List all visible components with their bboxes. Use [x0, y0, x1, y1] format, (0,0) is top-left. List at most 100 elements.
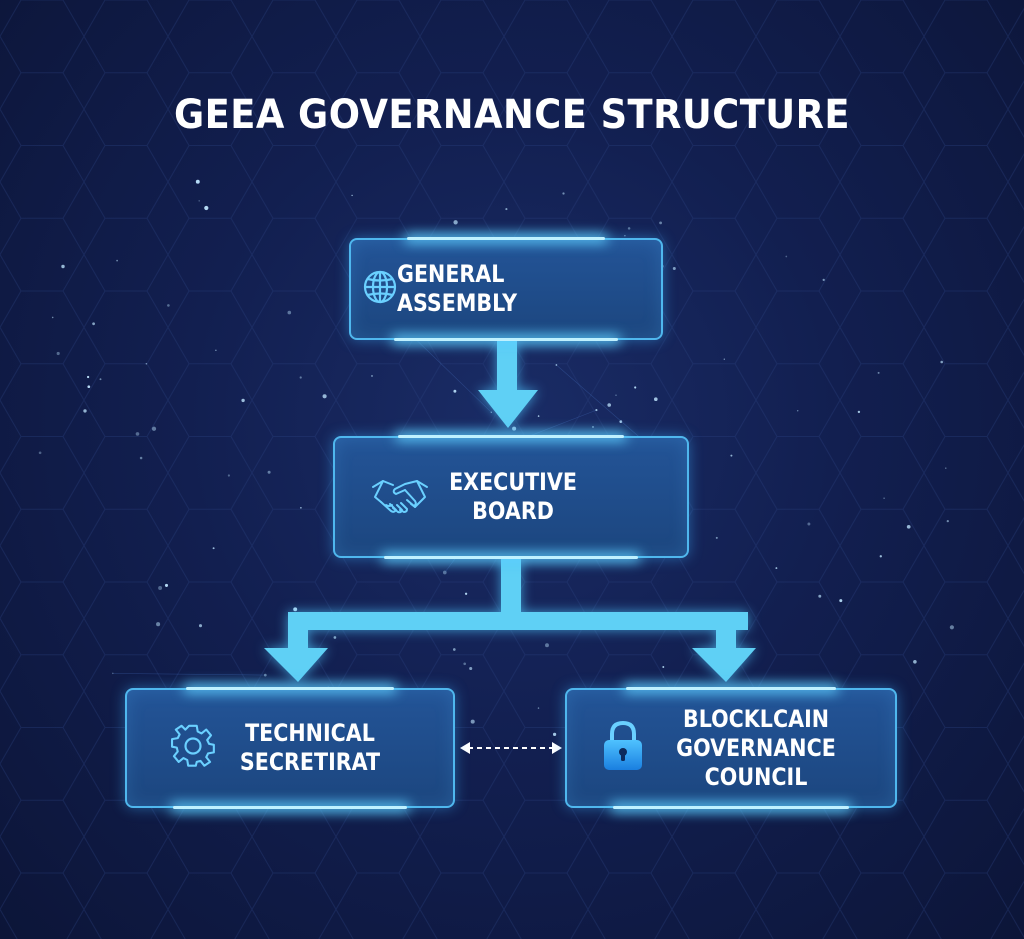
node-label: BLOCKLCAIN GOVERNANCE COUNCIL	[666, 705, 847, 792]
star-particle	[300, 506, 302, 509]
connector-board-split	[288, 558, 748, 630]
star-particle	[857, 410, 861, 414]
star-particle	[215, 349, 217, 351]
star-particle	[662, 666, 665, 668]
node-technical-secretariat: TECHNICAL SECRETIRAT	[125, 687, 455, 809]
star-particle	[371, 375, 373, 377]
star-particle	[156, 622, 161, 627]
star-particle	[906, 524, 911, 529]
star-particle	[470, 719, 475, 724]
star-particle	[87, 385, 91, 389]
star-particle	[151, 426, 157, 431]
star-particle	[552, 732, 557, 737]
star-particle	[287, 310, 292, 315]
node-label: GENERAL ASSEMBLY	[397, 260, 518, 317]
star-particle	[195, 179, 200, 184]
star-particle	[883, 497, 885, 500]
star-particle	[940, 360, 943, 364]
star-particle	[879, 555, 882, 558]
star-particle	[818, 594, 822, 598]
label-line: TECHNICAL	[245, 719, 375, 747]
star-particle	[145, 363, 148, 365]
star-particle	[212, 547, 215, 550]
star-particle	[595, 409, 598, 412]
star-particle	[505, 208, 508, 211]
star-particle	[116, 259, 118, 262]
star-particle	[38, 451, 42, 455]
node-blockchain-governance-council: BLOCKLCAIN GOVERNANCE COUNCIL	[565, 687, 897, 809]
node-label: TECHNICAL SECRETIRAT	[237, 719, 383, 777]
star-particle	[442, 570, 447, 575]
star-particle	[83, 409, 87, 413]
star-particle	[627, 227, 631, 230]
star-particle	[490, 411, 492, 413]
star-particle	[723, 358, 725, 360]
star-particle	[198, 200, 200, 202]
star-particle	[796, 410, 799, 412]
gear-icon	[169, 722, 217, 775]
star-particle	[512, 426, 517, 431]
handshake-icon	[371, 475, 429, 520]
globe-icon	[361, 268, 399, 311]
star-particle	[463, 662, 467, 666]
label-line: SECRETIRAT	[239, 748, 381, 776]
star-particle	[730, 454, 733, 457]
star-particle	[785, 255, 788, 258]
label-line: COUNCIL	[704, 762, 808, 791]
network-line	[415, 338, 492, 413]
star-particle	[92, 322, 95, 326]
star-particle	[537, 707, 540, 709]
label-line: BLOCKLCAIN	[682, 704, 830, 733]
star-particle	[624, 234, 626, 237]
label-line: GOVERNANCE	[676, 733, 836, 762]
star-particle	[99, 378, 102, 381]
star-particle	[241, 398, 245, 403]
star-particle	[659, 221, 662, 225]
star-particle	[537, 415, 540, 417]
star-particle	[51, 316, 54, 319]
star-particle	[555, 364, 558, 366]
star-particle	[807, 522, 811, 526]
star-particle	[562, 192, 565, 195]
lock-icon	[601, 720, 645, 777]
star-particle	[949, 625, 954, 630]
star-particle	[607, 403, 612, 407]
star-particle	[293, 607, 298, 612]
star-particle	[351, 194, 353, 197]
star-particle	[86, 375, 90, 379]
star-particle	[469, 666, 473, 671]
star-particle	[615, 394, 617, 396]
star-particle	[452, 648, 456, 651]
star-particle	[227, 474, 230, 477]
star-particle	[198, 624, 203, 628]
star-particle	[839, 599, 843, 603]
star-particle	[913, 660, 917, 664]
star-particle	[453, 220, 458, 225]
star-particle	[946, 519, 949, 523]
arrow-board-to-council	[692, 612, 756, 682]
star-particle	[167, 304, 170, 307]
star-particle	[61, 264, 65, 269]
star-particle	[158, 586, 163, 590]
star-particle	[464, 592, 468, 595]
star-particle	[267, 470, 271, 474]
star-particle	[56, 351, 60, 356]
node-general-assembly: GENERAL ASSEMBLY	[349, 237, 663, 341]
star-particle	[333, 636, 337, 639]
star-particle	[453, 389, 457, 393]
dashed-link-secretariat-council	[460, 742, 562, 754]
star-particle	[945, 467, 947, 469]
arrow-assembly-to-board	[478, 340, 538, 428]
star-particle	[139, 456, 143, 460]
star-particle	[592, 426, 594, 428]
star-particle	[672, 267, 676, 270]
star-particle	[545, 643, 549, 648]
page-title: GEEA GOVERNANCE STRUCTURE	[173, 92, 851, 138]
star-particle	[775, 567, 778, 570]
star-particle	[164, 583, 169, 587]
star-particle	[204, 205, 209, 211]
network-line	[112, 673, 266, 676]
star-particle	[634, 386, 637, 389]
star-particle	[263, 673, 267, 677]
